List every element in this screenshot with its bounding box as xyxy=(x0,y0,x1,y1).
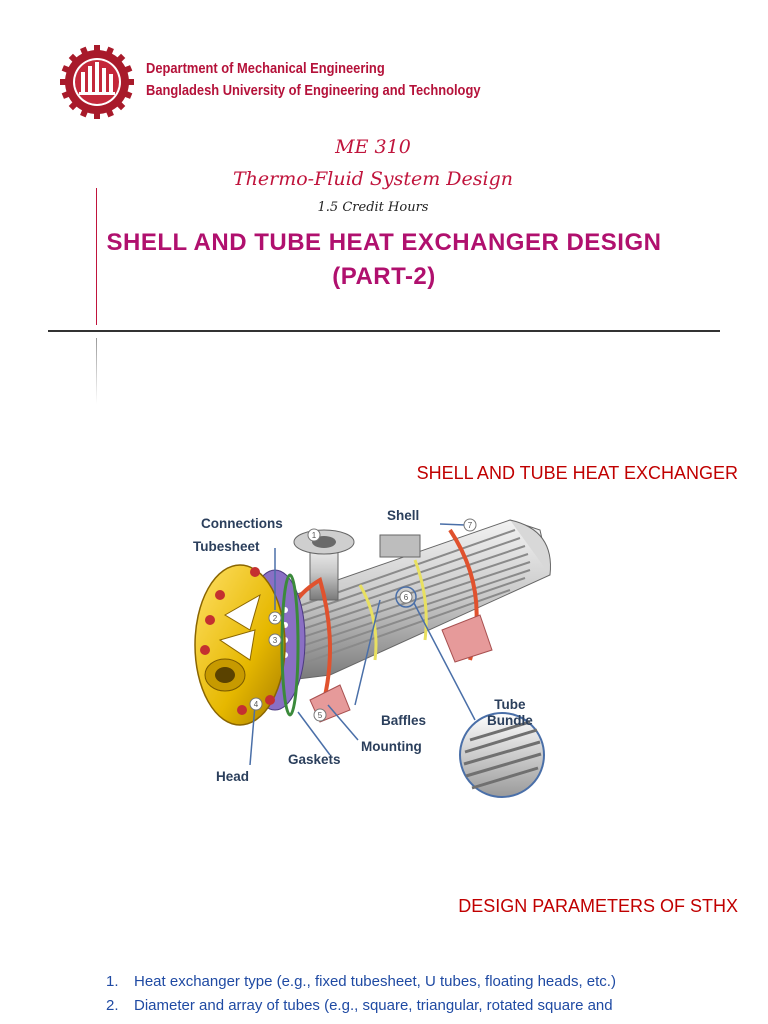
baffles-shape xyxy=(358,559,428,661)
lecture-title: SHELL AND TUBE HEAT EXCHANGER DESIGN (PA… xyxy=(0,226,768,294)
label-gaskets: Gaskets xyxy=(288,752,341,767)
university-logo-icon xyxy=(60,45,134,119)
design-parameters-list: 1. Heat exchanger type (e.g., fixed tube… xyxy=(106,970,746,1018)
department-header: Department of Mechanical Engineering Ban… xyxy=(146,58,480,102)
label-head: Head xyxy=(216,769,250,784)
label-tube-bundle-line1: Tube xyxy=(494,697,526,712)
list-item-text: Diameter and array of tubes (e.g., squar… xyxy=(134,997,613,1014)
label-shell: Shell xyxy=(387,508,420,523)
label-tubesheet: Tubesheet xyxy=(193,539,260,554)
callout-5: 5 xyxy=(318,711,323,720)
course-subject: Thermo-Fluid System Design xyxy=(232,168,514,190)
tube-bundle-inset xyxy=(395,586,545,798)
list-item: 1. Heat exchanger type (e.g., fixed tube… xyxy=(106,970,746,994)
list-item-number: 2. xyxy=(106,997,119,1014)
label-tube-bundle: Tube Bundle xyxy=(487,697,533,729)
callout-1: 1 xyxy=(312,531,317,540)
callout-2: 2 xyxy=(273,614,278,623)
callout-3: 3 xyxy=(273,636,278,645)
lecture-title-line2: (PART-2) xyxy=(332,263,436,290)
callout-4: 4 xyxy=(254,700,259,709)
vertical-divider xyxy=(96,188,97,325)
vertical-divider-fade xyxy=(96,338,97,404)
lecture-title-line1: SHELL AND TUBE HEAT EXCHANGER DESIGN xyxy=(106,229,662,256)
section-heading-design-parameters: DESIGN PARAMETERS OF STHX xyxy=(458,896,738,916)
heat-exchanger-diagram: 1 2 3 4 5 6 7 xyxy=(194,518,551,798)
label-tube-bundle-line2: Bundle xyxy=(487,713,533,728)
head-shape xyxy=(194,564,286,726)
gasket-shape xyxy=(280,573,300,717)
label-connections: Connections xyxy=(201,516,283,531)
shell-nozzle-box xyxy=(379,534,421,558)
list-item-text: Heat exchanger type (e.g., fixed tubeshe… xyxy=(134,973,616,990)
list-item-number: 1. xyxy=(106,973,119,990)
list-item: 2. Diameter and array of tubes (e.g., sq… xyxy=(106,994,746,1018)
label-mounting: Mounting xyxy=(361,739,422,754)
section-heading-sthx: SHELL AND TUBE HEAT EXCHANGER xyxy=(416,463,738,483)
callout-7: 7 xyxy=(468,521,473,530)
label-baffles: Baffles xyxy=(381,713,427,728)
horizontal-divider xyxy=(48,330,720,332)
course-code: ME 310 xyxy=(335,136,411,158)
callout-markers xyxy=(249,518,477,722)
credit-hours: 1.5 Credit Hours xyxy=(317,200,429,215)
department-name: Department of Mechanical Engineering xyxy=(146,60,385,77)
leader-lines xyxy=(249,523,466,766)
callout-6: 6 xyxy=(404,593,409,602)
university-name: Bangladesh University of Engineering and… xyxy=(146,82,481,99)
